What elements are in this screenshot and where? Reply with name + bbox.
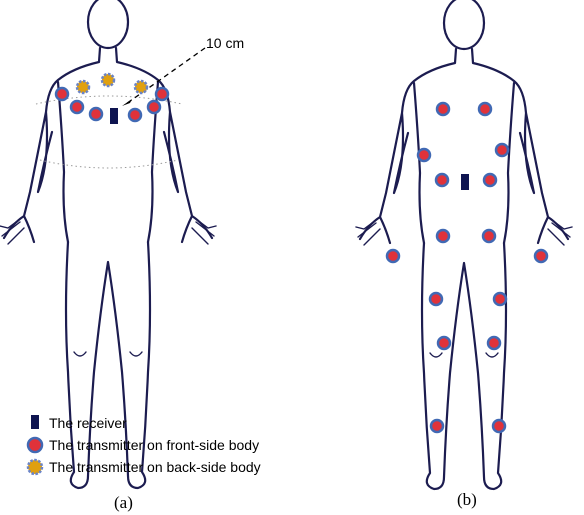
subfigure-label-b: (b): [457, 490, 477, 509]
front-transmitter-b-1: [437, 103, 449, 115]
front-transmitter-a-6: [156, 88, 168, 100]
front-transmitter-b-2: [479, 103, 491, 115]
legend-front-transmitter-icon: [28, 438, 42, 452]
back-transmitter-a-1: [77, 81, 89, 93]
front-transmitter-b-6: [484, 174, 496, 186]
front-transmitter-b-14: [488, 337, 500, 349]
front-transmitter-a-3: [90, 108, 102, 120]
dotted-arc-lower: [40, 160, 178, 168]
receiver-b: [461, 174, 469, 190]
front-transmitter-b-12: [494, 293, 506, 305]
front-transmitter-b-3: [418, 149, 430, 161]
front-transmitter-b-4: [496, 144, 508, 156]
front-transmitter-b-13: [438, 337, 450, 349]
legend-front-transmitter-label: The transmitter on front-side body: [49, 437, 259, 453]
human-figure-b: [356, 0, 572, 489]
back-transmitter-a-3: [135, 81, 147, 93]
front-transmitter-b-5: [436, 174, 448, 186]
front-transmitter-b-7: [437, 230, 449, 242]
back-transmitter-a-2: [102, 74, 114, 86]
legend-back-transmitter-label: The transmitter on back-side body: [49, 459, 261, 475]
front-transmitter-b-11: [430, 293, 442, 305]
front-transmitter-a-4: [129, 109, 141, 121]
front-transmitter-b-10: [535, 250, 547, 262]
front-transmitter-b-15: [431, 420, 443, 432]
front-transmitter-a-1: [56, 88, 68, 100]
front-transmitter-b-9: [387, 250, 399, 262]
legend-receiver-label: The receiver: [49, 415, 127, 431]
front-transmitter-b-16: [493, 420, 505, 432]
legend-receiver-icon: [31, 415, 39, 429]
front-transmitter-a-5: [148, 101, 160, 113]
front-transmitter-a-2: [71, 101, 83, 113]
subfigure-label-a: (a): [114, 493, 133, 512]
distance-label: 10 cm: [206, 35, 244, 51]
front-transmitter-b-8: [483, 230, 495, 242]
legend-back-transmitter-icon: [28, 460, 42, 474]
receiver-a: [110, 108, 118, 124]
